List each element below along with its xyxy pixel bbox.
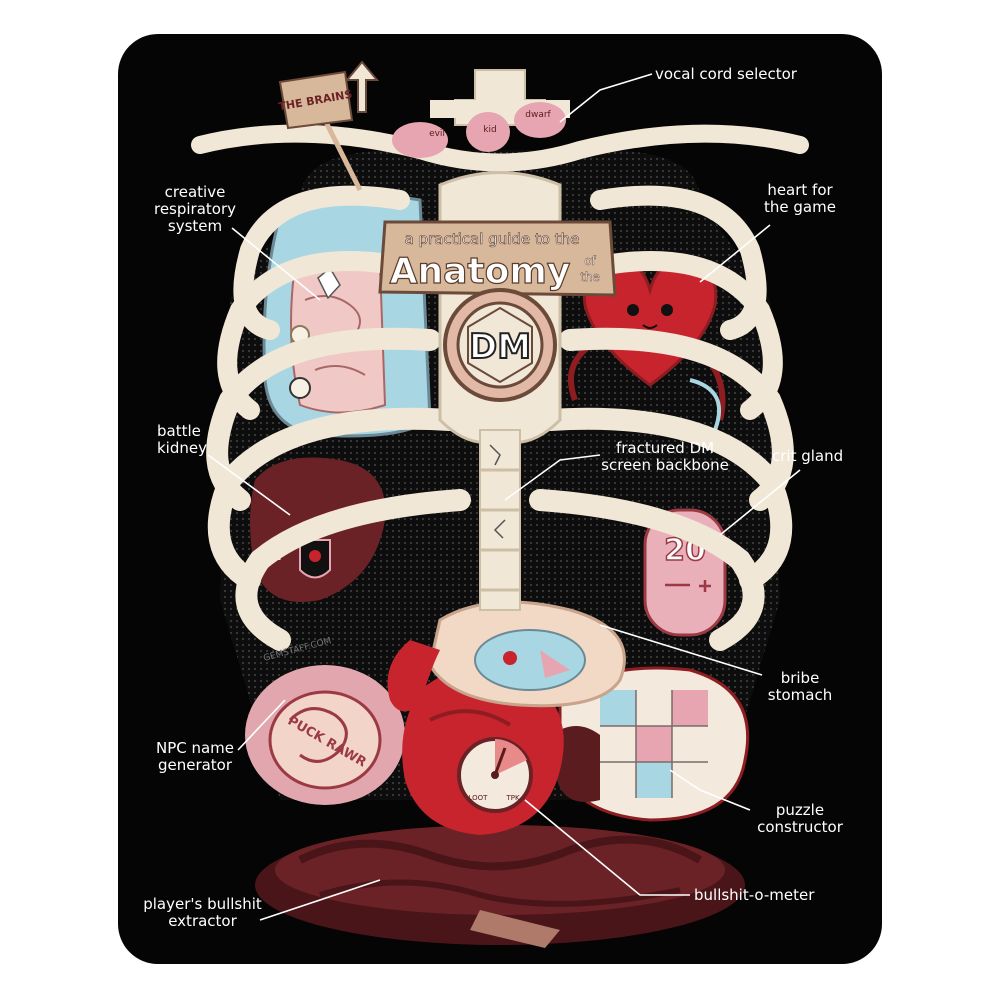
label-fractured-dm-screen-backbone: fractured DM screen backbone [595,440,735,474]
leader-puzzle [669,769,751,811]
leader-extractor [259,879,381,921]
meter-left-text: LOOT [469,794,489,802]
label-puzzle-constructor: puzzle constructor [745,802,855,836]
label-bribe-stomach: bribe stomach [750,670,850,704]
label-line: extractor [168,912,237,930]
label-line: the game [764,198,836,216]
dm-badge-text: DM [469,327,531,367]
title-line1: a practical guide to the [405,230,580,248]
leader-backbone [504,454,601,501]
label-crit-gland: crit gland [772,448,843,465]
bullshit-o-meter-organ: LOOT TPK [402,667,564,835]
title-suffix-bottom: the [580,270,600,284]
title-main: Anatomy [390,251,571,292]
label-line: heart for [767,181,833,199]
label-line: bribe [780,669,820,687]
label-line: stomach [767,686,833,704]
label-line: vocal cord selector [655,65,797,83]
label-line: bullshit-o-meter [694,886,815,904]
label-npc-name-generator: NPC name generator [140,740,250,774]
label-line: puzzle [775,801,825,819]
brains-sign: THE BRAINS [278,60,380,192]
label-line: generator [157,756,233,774]
label-heart-for-the-game: heart for the game [740,182,860,216]
label-line: constructor [757,818,843,836]
label-players-bullshit-extractor: player's bullshit extractor [130,896,275,930]
label-line: kidney [157,439,207,457]
npc-name-generator-organ: PUCK RAWR [245,665,405,805]
meter-right-text: TPK [505,794,519,802]
label-line: NPC name [155,739,235,757]
label-line: system [167,217,223,235]
rib-cage [191,124,809,651]
puzzle-constructor-organ [555,666,750,822]
bullshit-extractor-organ [255,825,745,948]
label-bullshit-o-meter: bullshit-o-meter [694,887,814,904]
label-battle-kidney: battle kidney [157,423,207,457]
vocal-cord-organ: evil kid dwarf [392,69,570,158]
leader-crit [719,469,801,536]
leader-npc [237,699,286,751]
label-line: player's bullshit [143,895,262,913]
leader-heart [699,224,771,283]
vocal-option-kid: kid [483,125,496,135]
leader-bribe [599,624,763,676]
label-line: creative [164,183,226,201]
leader-creative [231,227,321,301]
label-line: battle [157,422,201,440]
leader-lines [207,73,801,921]
vocal-option-evil: evil [429,129,445,139]
label-line: respiratory [153,200,237,218]
label-line: crit gland [772,447,844,465]
leader-battle [207,454,291,516]
label-line: fractured DM [615,439,715,457]
bribe-stomach-organ [387,600,626,712]
leader-bullshit [524,799,690,896]
leader-vocal [559,73,653,123]
label-creative-respiratory-system: creative respiratory system [140,184,250,235]
title-sign: a practical guide to the Anatomy of the [378,220,617,297]
dm-badge: DM [443,288,557,402]
vocal-option-dwarf: dwarf [525,110,551,120]
label-vocal-cord-selector: vocal cord selector [655,66,797,83]
label-line: screen backbone [601,456,729,474]
title-suffix-top: of [584,254,596,268]
